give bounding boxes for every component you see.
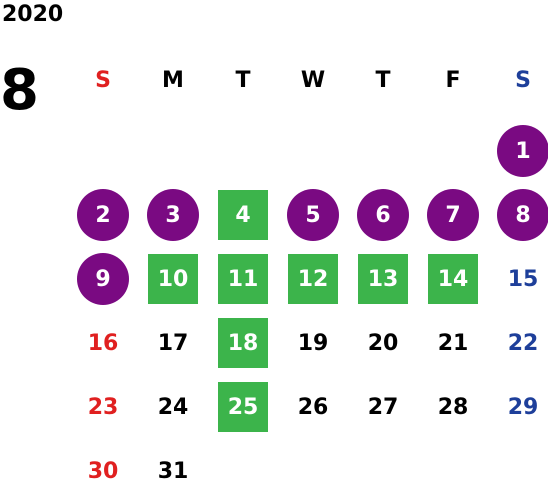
weekday-thu: T [375,68,391,93]
day-2[interactable]: 2 [77,189,129,241]
day-11[interactable]: 11 [218,254,268,304]
day-30[interactable]: 30 [87,458,119,484]
day-1[interactable]: 1 [497,125,548,177]
day-6[interactable]: 6 [357,189,409,241]
day-4[interactable]: 4 [218,190,268,240]
day-21[interactable]: 21 [437,330,469,356]
day-24[interactable]: 24 [157,394,189,420]
day-5[interactable]: 5 [287,189,339,241]
day-25[interactable]: 25 [218,382,268,432]
day-12[interactable]: 12 [288,254,338,304]
day-23[interactable]: 23 [87,394,119,420]
day-28[interactable]: 28 [437,394,469,420]
weekday-mon: M [162,68,184,93]
day-8[interactable]: 8 [497,189,548,241]
year-label: 2020 [2,2,64,27]
day-9[interactable]: 9 [77,253,129,305]
day-19[interactable]: 19 [297,330,329,356]
day-15[interactable]: 15 [507,266,539,292]
day-18[interactable]: 18 [218,318,268,368]
day-16[interactable]: 16 [87,330,119,356]
day-31[interactable]: 31 [157,458,189,484]
day-26[interactable]: 26 [297,394,329,420]
weekday-sat: S [515,68,531,93]
weekday-tue: T [235,68,251,93]
weekday-fri: F [445,68,461,93]
day-27[interactable]: 27 [367,394,399,420]
day-3[interactable]: 3 [147,189,199,241]
weekday-wed: W [300,68,326,93]
day-13[interactable]: 13 [358,254,408,304]
month-number: 8 [0,58,39,123]
day-22[interactable]: 22 [507,330,539,356]
day-20[interactable]: 20 [367,330,399,356]
day-17[interactable]: 17 [157,330,189,356]
day-10[interactable]: 10 [148,254,198,304]
day-29[interactable]: 29 [507,394,539,420]
day-14[interactable]: 14 [428,254,478,304]
day-7[interactable]: 7 [427,189,479,241]
weekday-sun: S [95,68,111,93]
